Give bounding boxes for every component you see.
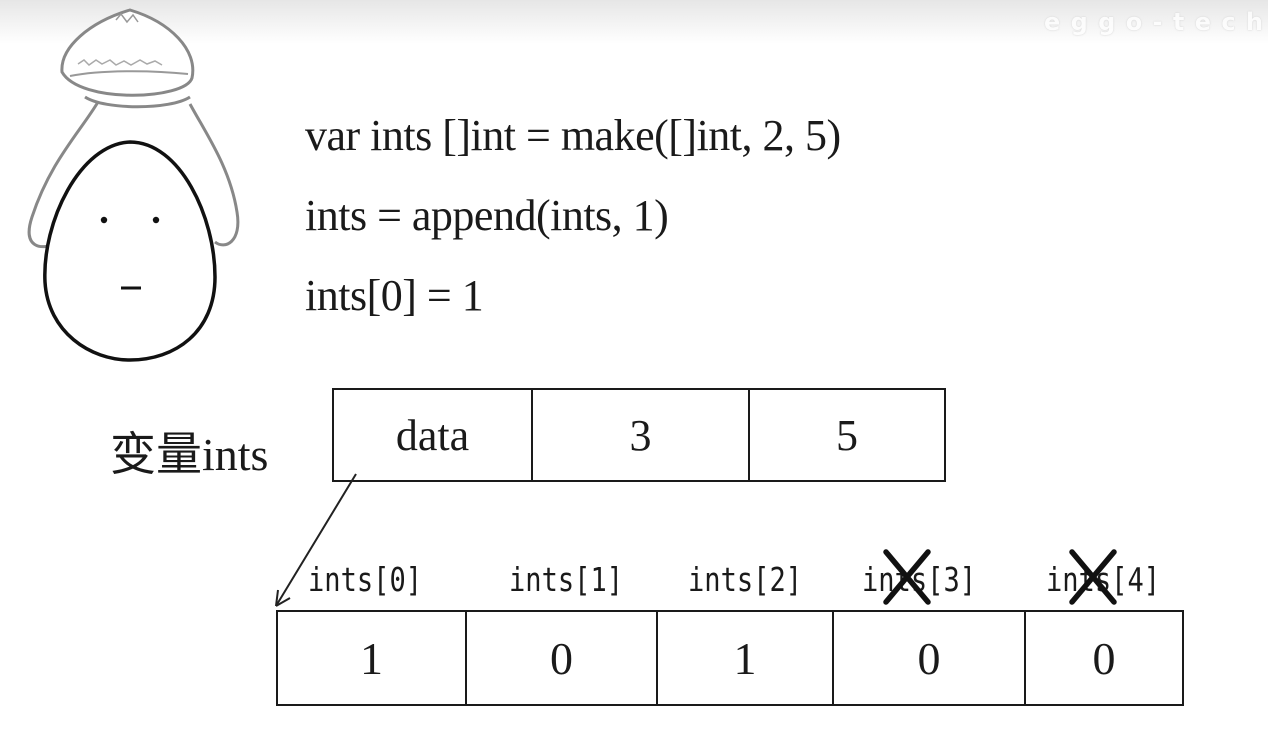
header-cell-cap: 5 (748, 390, 944, 480)
cross-mark-icon (883, 549, 931, 605)
hat-outline (60, 8, 195, 97)
array-cell-0: 1 (360, 632, 383, 684)
code-line-2: ints = append(ints, 1) (305, 191, 669, 240)
right-eye (152, 216, 160, 224)
egg-face (43, 140, 217, 362)
variable-label: 变量ints (110, 429, 269, 480)
array-cell-1: 0 (465, 612, 656, 704)
top-fade-bar (0, 0, 1268, 44)
slice-header-table: data 3 5 (332, 388, 946, 482)
header-cell-len: 3 (531, 390, 748, 480)
array-cell-3: 0 (832, 612, 1024, 704)
underlying-array-table: 1 0 1 0 0 (276, 610, 1184, 706)
code-line-1: var ints []int = make([]int, 2, 5) (305, 111, 841, 160)
egg-character-with-hood-icon (27, 8, 240, 362)
array-cell-2: 1 (656, 612, 832, 704)
index-label-2: ints[2] (688, 560, 803, 599)
hood-outline (27, 101, 240, 249)
watermark: e g g o - t e c h (1044, 8, 1264, 36)
index-label-1: ints[1] (509, 560, 624, 599)
code-block: var ints []int = make([]int, 2, 5) ints … (305, 96, 841, 336)
index-label-0: ints[0] (308, 560, 423, 599)
array-cell-4: 0 (1024, 612, 1182, 704)
cross-mark-icon (1069, 549, 1117, 605)
header-cell-data: data (395, 410, 470, 460)
left-eye (100, 216, 108, 224)
code-line-3: ints[0] = 1 (305, 271, 484, 320)
